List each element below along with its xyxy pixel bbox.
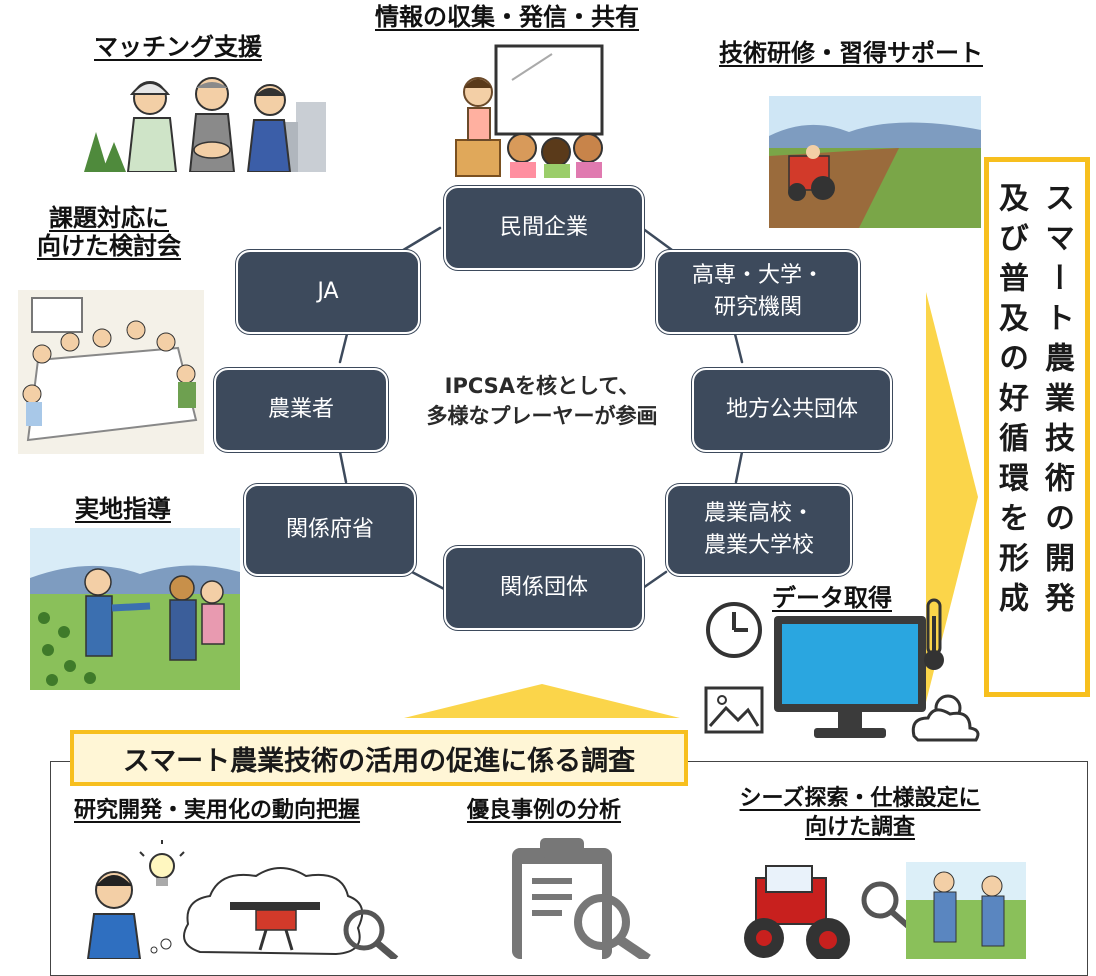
- meeting-heading-line2: 向けた検討会: [37, 231, 181, 260]
- node-farmers-label: 農業者: [267, 397, 334, 423]
- banner-column-2: 及び普及の好循環を形成: [993, 182, 1028, 622]
- center-text-line2: 多様なプレーヤーが参画: [426, 404, 658, 429]
- node-private-companies: 民間企業: [444, 186, 644, 270]
- node-agricultural-schools: 農業高校・ 農業大学校: [666, 484, 852, 576]
- seeds-survey-illustration: [744, 862, 1026, 959]
- field-guidance-illustration: [30, 528, 240, 690]
- monitor-icon: [774, 616, 926, 738]
- thermometer-icon: [924, 598, 944, 670]
- matching-support-heading: マッチング支援: [94, 33, 262, 61]
- node-ministries-label: 関係府省: [285, 517, 374, 543]
- node-colleges-research-label: 高専・大学・ 研究機関: [691, 263, 824, 320]
- training-support-heading: 技術研修・習得サポート: [719, 39, 983, 67]
- node-agricultural-schools-label: 農業高校・ 農業大学校: [703, 501, 814, 558]
- data-acquisition-illustration: [704, 598, 980, 742]
- survey-item-seeds-line1: シーズ探索・仕様設定に: [739, 786, 981, 811]
- node-related-organizations-label: 関係団体: [499, 575, 588, 601]
- weather-icon: [911, 694, 980, 742]
- survey-item-trend-heading: 研究開発・実用化の動向把握: [74, 798, 361, 823]
- presentation-illustration: [455, 44, 604, 178]
- magnifier-icon: [861, 881, 910, 929]
- clock-icon: [706, 602, 762, 658]
- survey-item-seeds-heading: シーズ探索・仕様設定に 向けた調査: [730, 785, 990, 842]
- node-related-organizations: 関係団体: [444, 546, 644, 630]
- survey-item-case-heading: 優良事例の分析: [467, 798, 622, 823]
- drone-icon: [230, 902, 320, 951]
- banner-column-1: スマート農業技術の開発: [1039, 182, 1074, 622]
- magnifier-icon: [574, 894, 651, 959]
- node-colleges-research: 高専・大学・ 研究機関: [656, 250, 860, 334]
- image-icon: [704, 686, 764, 734]
- handshake-illustration: [84, 77, 326, 172]
- node-ja: JA: [236, 250, 420, 334]
- data-acquisition-heading: データ取得: [772, 584, 892, 612]
- node-local-governments: 地方公共団体: [692, 368, 892, 452]
- meeting-heading: 課題対応に 向けた検討会: [20, 204, 198, 260]
- node-private-companies-label: 民間企業: [499, 215, 588, 241]
- tractor-field-illustration: [769, 96, 981, 228]
- right-arrow-shape: [926, 292, 978, 702]
- node-local-governments-label: 地方公共団体: [725, 397, 858, 423]
- ring-center-text: IPCSAを核として、 多様なプレーヤーが参画: [392, 371, 692, 432]
- meeting-illustration: [18, 290, 204, 454]
- case-analysis-illustration: [512, 838, 651, 959]
- info-sharing-heading: 情報の収集・発信・共有: [375, 3, 639, 31]
- node-ja-label: JA: [317, 279, 339, 305]
- survey-title: スマート農業技術の活用の促進に係る調査: [70, 730, 688, 786]
- node-farmers: 農業者: [214, 368, 388, 452]
- up-arrow-shape: [404, 684, 680, 718]
- tractor-icon: [744, 865, 850, 959]
- center-text-line1: IPCSAを核として、: [444, 374, 640, 398]
- research-trend-illustration: [86, 840, 399, 959]
- magnifier-icon: [343, 909, 399, 959]
- lightbulb-icon: [139, 840, 185, 886]
- meeting-heading-line1: 課題対応に: [49, 204, 169, 232]
- node-ministries: 関係府省: [244, 484, 416, 576]
- field-guidance-heading: 実地指導: [75, 495, 171, 523]
- outcome-banner: スマート農業技術の開発 及び普及の好循環を形成: [984, 157, 1090, 697]
- survey-item-seeds-line2: 向けた調査: [804, 814, 915, 840]
